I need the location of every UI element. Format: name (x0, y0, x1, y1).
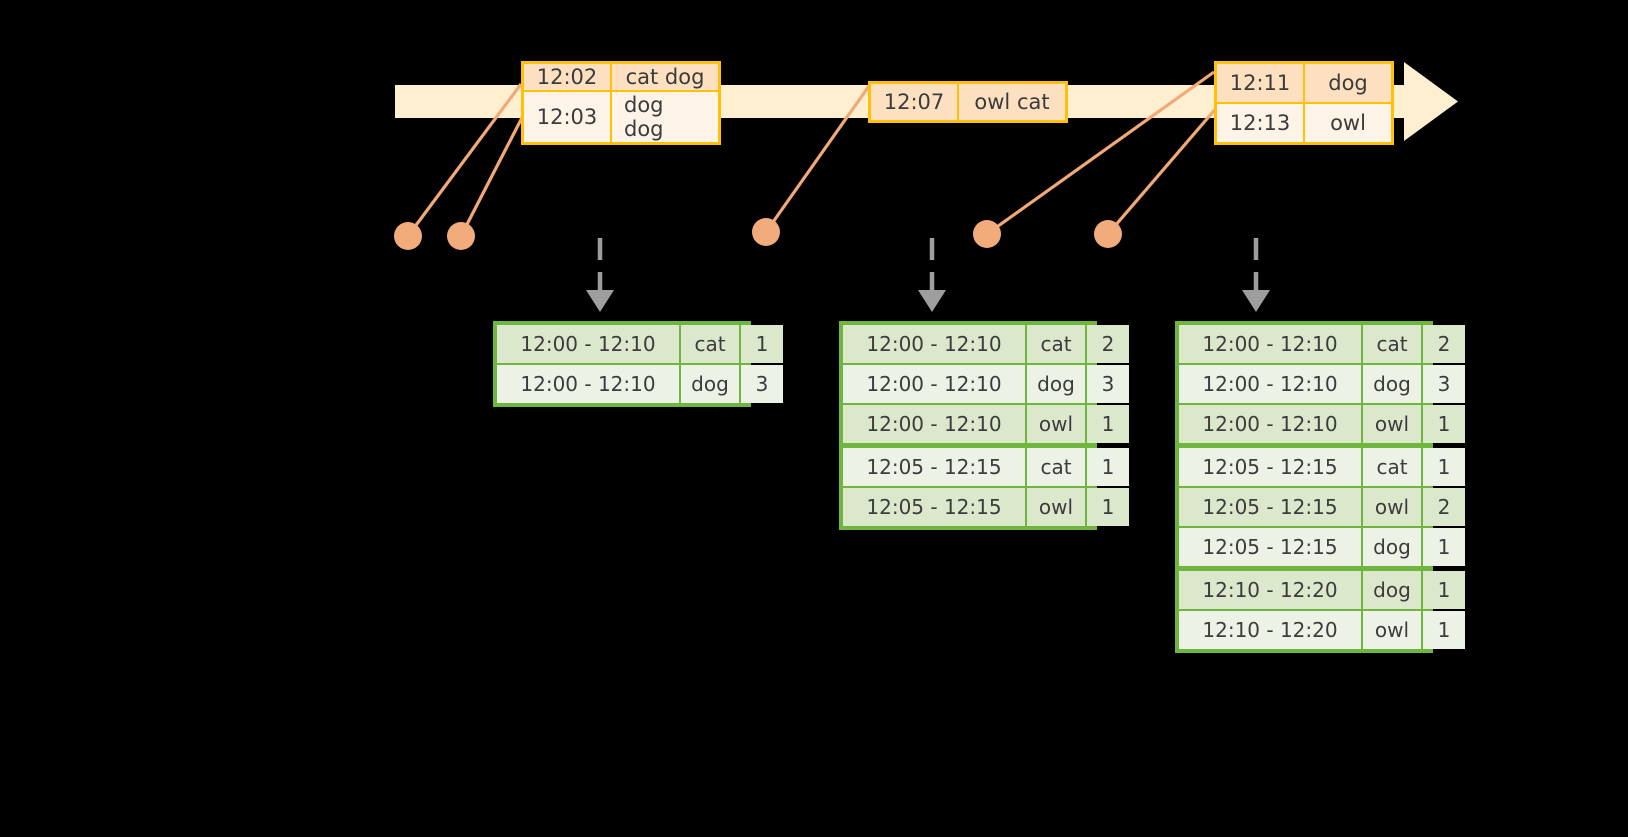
timeline-event-group-2[interactable]: 12:07 owl cat (868, 81, 1068, 123)
timeline-event-group-1[interactable]: 12:02 cat dog 12:03 dog dog (521, 61, 721, 145)
cell-count: 2 (1087, 325, 1129, 363)
cell-count: 3 (741, 365, 783, 403)
cell-word: owl (1027, 405, 1085, 443)
cell-window: 12:05 - 12:15 (1179, 488, 1361, 526)
event-time: 12:03 (524, 92, 612, 142)
event-words: owl cat (974, 90, 1050, 114)
cell-count: 2 (1423, 488, 1465, 526)
timeline-event[interactable]: 12:13 owl (1217, 102, 1391, 142)
event-time: 12:11 (1217, 64, 1305, 102)
cell-word: dog (1363, 528, 1421, 566)
cell-count: 1 (1423, 528, 1465, 566)
cell-window: 12:05 - 12:15 (1179, 528, 1361, 566)
cell-word: cat (1363, 448, 1421, 486)
cell-window: 12:10 - 12:20 (1179, 611, 1361, 649)
connector-dots (394, 218, 1122, 250)
cell-word: cat (1027, 325, 1085, 363)
cell-count: 1 (1087, 405, 1129, 443)
cell-window: 12:00 - 12:10 (497, 325, 679, 363)
cell-window: 12:00 - 12:10 (1179, 325, 1361, 363)
cell-word: cat (1027, 448, 1085, 486)
cell-word: owl (1027, 488, 1085, 526)
cell-count: 1 (741, 325, 783, 363)
event-time: 12:13 (1217, 104, 1305, 142)
connector-dot-3 (752, 218, 780, 246)
connector-line-5 (1106, 104, 1220, 236)
cell-window: 12:00 - 12:10 (1179, 405, 1361, 443)
cell-word: cat (681, 325, 739, 363)
timeline-event-group-3[interactable]: 12:11 dog 12:13 owl (1214, 61, 1394, 145)
dashed-arrows (597, 238, 1259, 292)
event-words: owl (1330, 111, 1366, 135)
cell-word: dog (1363, 571, 1421, 609)
connector-line-1 (406, 83, 523, 237)
event-time: 12:02 (524, 64, 612, 90)
connector-line-2 (459, 107, 529, 237)
cell-word: dog (681, 365, 739, 403)
cell-window: 12:05 - 12:15 (843, 448, 1025, 486)
timeline-event[interactable]: 12:02 cat dog (524, 64, 718, 90)
cell-window: 12:00 - 12:10 (843, 325, 1025, 363)
event-words: dog dog (624, 93, 664, 141)
cell-count: 1 (1087, 488, 1129, 526)
dashed-arrow-head-2 (918, 290, 946, 312)
cell-count: 3 (1423, 365, 1465, 403)
cell-word: owl (1363, 488, 1421, 526)
event-words: cat dog (625, 65, 705, 89)
cell-word: cat (1363, 325, 1421, 363)
cell-window: 12:05 - 12:15 (843, 488, 1025, 526)
cell-window: 12:00 - 12:10 (497, 365, 679, 403)
cell-count: 3 (1087, 365, 1129, 403)
connector-dot-2 (447, 222, 475, 250)
connector-dot-4 (973, 220, 1001, 248)
event-time: 12:07 (871, 84, 959, 120)
timeline-event[interactable]: 12:03 dog dog (524, 90, 718, 142)
cell-window: 12:00 - 12:10 (1179, 365, 1361, 403)
connector-line-3 (764, 85, 871, 233)
cell-count: 1 (1423, 405, 1465, 443)
cell-word: dog (1027, 365, 1085, 403)
dashed-arrow-head-3 (1242, 290, 1270, 312)
cell-window: 12:05 - 12:15 (1179, 448, 1361, 486)
connector-dot-5 (1094, 220, 1122, 248)
cell-window: 12:10 - 12:20 (1179, 571, 1361, 609)
cell-count: 2 (1423, 325, 1465, 363)
cell-count: 1 (1423, 611, 1465, 649)
timeline-event[interactable]: 12:11 dog (1217, 64, 1391, 102)
connector-dot-1 (394, 222, 422, 250)
event-words: dog (1328, 71, 1368, 95)
timeline-event[interactable]: 12:07 owl cat (871, 84, 1065, 120)
cell-count: 1 (1423, 448, 1465, 486)
cell-window: 12:00 - 12:10 (843, 365, 1025, 403)
dashed-arrow-heads (586, 290, 1270, 312)
cell-count: 1 (1087, 448, 1129, 486)
cell-word: owl (1363, 405, 1421, 443)
cell-count: 1 (1423, 571, 1465, 609)
cell-word: owl (1363, 611, 1421, 649)
cell-word: dog (1363, 365, 1421, 403)
dashed-arrow-head-1 (586, 290, 614, 312)
cell-window: 12:00 - 12:10 (843, 405, 1025, 443)
